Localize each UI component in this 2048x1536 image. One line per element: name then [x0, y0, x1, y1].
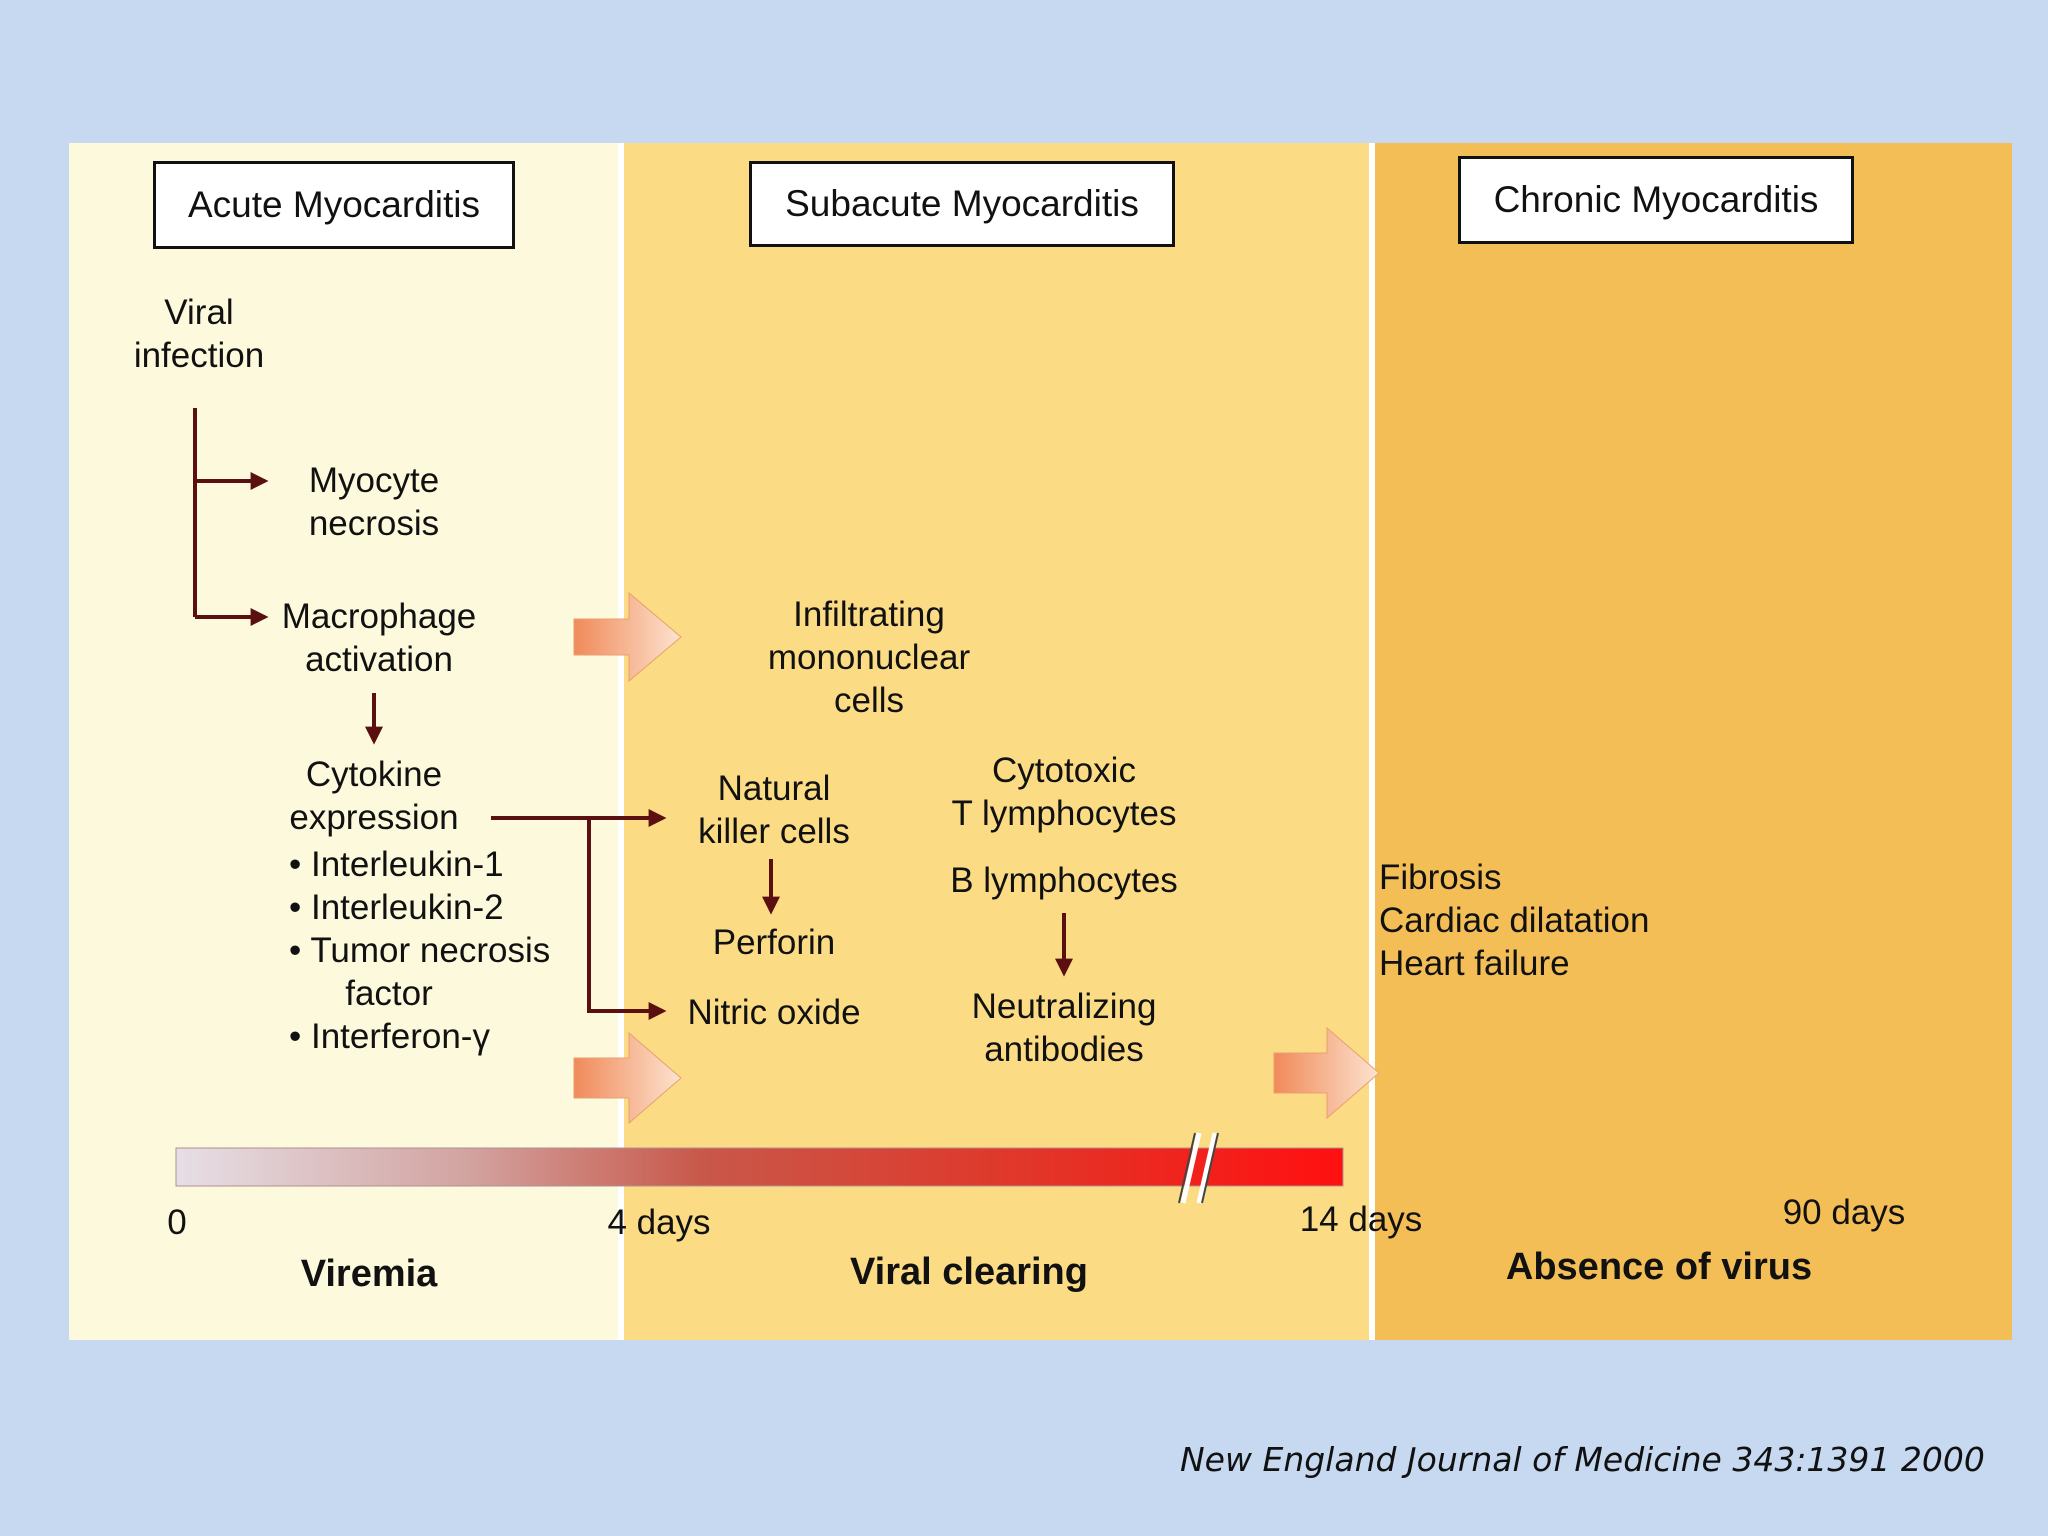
- phase-viremia-label: Viremia: [300, 1253, 438, 1295]
- arrows-and-timeline: [175, 408, 1380, 1204]
- b-lymphocytes-label: B lymphocytes: [950, 861, 1178, 900]
- chronic-myocarditis-header: Chronic Myocarditis: [1458, 156, 1854, 244]
- subacute-phase-panel: [621, 143, 1374, 1340]
- timeline-tick-0: 0: [167, 1203, 187, 1242]
- cytokine-item: • Interferon-γ: [289, 1017, 490, 1056]
- timeline-tick-90-days: 90 days: [1782, 1193, 1906, 1232]
- citation: New England Journal of Medicine 343:1391…: [1180, 1440, 1985, 1479]
- block-arrow-to-chronic: [1273, 1026, 1380, 1120]
- phase-divider-14-days: [1369, 143, 1375, 1340]
- cytokine-item-continued: factor: [345, 974, 433, 1013]
- chronic-outcomes-label: Fibrosis Cardiac dilatation Heart failur…: [1379, 858, 1650, 983]
- timeline-break-outline: [1178, 1132, 1219, 1204]
- cytokine-effector-arrows: [491, 809, 667, 1020]
- cytokine-expression-label: Cytokine expression: [289, 755, 459, 837]
- cytokine-item: • Interleukin-2: [289, 888, 504, 927]
- neutralizing-antibodies-label: Neutralizing antibodies: [971, 987, 1157, 1069]
- timeline-tick-14-days: 14 days: [1299, 1200, 1423, 1239]
- phase-divider-4-days: [618, 143, 624, 1340]
- viral-infection-label: Viral infection: [133, 293, 265, 375]
- chronic-phase-panel: [1374, 143, 2012, 1340]
- natural-killer-cells-label: Natural killer cells: [698, 769, 850, 851]
- cytotoxic-t-lymphocytes-label: Cytotoxic T lymphocytes: [951, 751, 1177, 833]
- phase-absence-of-virus-label: Absence of virus: [1505, 1246, 1813, 1288]
- timeline-bar: [175, 1147, 1344, 1187]
- perforin-label: Perforin: [712, 923, 836, 962]
- macrophage-activation-label: Macrophage activation: [281, 597, 477, 679]
- cytokine-item: • Tumor necrosis: [289, 931, 551, 970]
- timeline-tick-4-days: 4 days: [607, 1203, 711, 1242]
- phase-viral-clearing-label: Viral clearing: [850, 1251, 1088, 1293]
- infiltrating-cells-label: Infiltrating mononuclear cells: [767, 595, 971, 720]
- block-arrow-to-subacute: [573, 1031, 682, 1125]
- cytokine-item: • Interleukin-1: [289, 845, 504, 884]
- timeline-break-marks: [1180, 1132, 1218, 1204]
- block-arrow-to-infiltrating: [573, 591, 682, 683]
- myocarditis-figure: Acute Myocarditis Subacute Myocarditis C…: [69, 143, 2012, 1340]
- acute-myocarditis-header: Acute Myocarditis: [153, 161, 515, 249]
- nitric-oxide-label: Nitric oxide: [687, 993, 861, 1032]
- subacute-myocarditis-header: Subacute Myocarditis: [749, 161, 1175, 247]
- acute-phase-panel: [69, 143, 621, 1340]
- myocyte-necrosis-label: Myocyte necrosis: [308, 461, 440, 543]
- cytokine-list: • Interleukin-1 • Interleukin-2 • Tumor …: [289, 843, 629, 1058]
- viral-infection-branch-arrows: [193, 408, 269, 626]
